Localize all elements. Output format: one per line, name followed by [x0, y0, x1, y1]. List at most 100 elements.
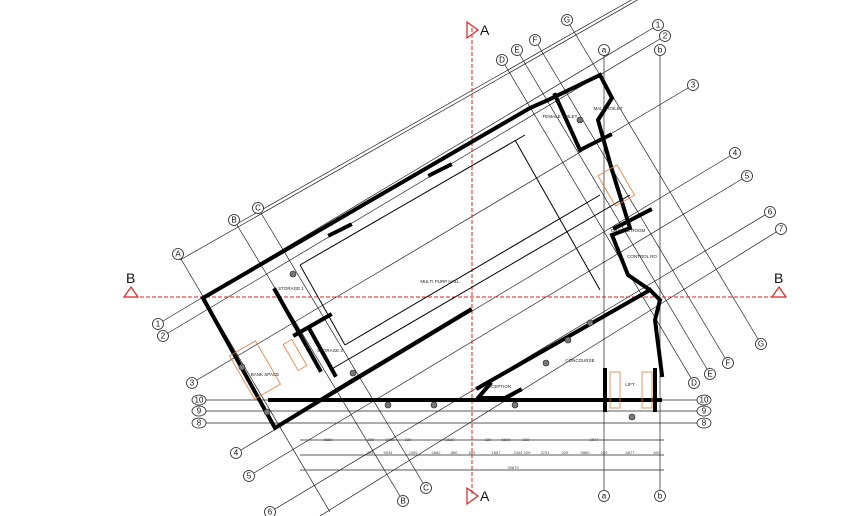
dim: 229	[367, 450, 374, 455]
grid-bubble-label: 9	[197, 407, 202, 416]
dim: 229	[485, 437, 492, 442]
room-female-toilet: FEMALE TOILET	[543, 114, 578, 119]
dim: 1657	[492, 450, 502, 455]
grid-bubble-circle	[687, 79, 699, 91]
columns	[238, 116, 636, 421]
section-a-bottom: A	[480, 488, 490, 504]
section-b-left: B	[126, 270, 135, 286]
grid-bubble-label: 5	[247, 472, 252, 481]
room-storage-2: STORAGE 2	[317, 348, 343, 353]
grid-bubble-left: B	[228, 214, 240, 226]
grid-bubble-circle	[511, 44, 523, 56]
section-a-top: A	[480, 22, 490, 38]
section-lines	[140, 28, 772, 496]
grid-bubble-label: 4	[733, 149, 738, 158]
dim: 3751	[541, 450, 551, 455]
grid-bubble-label: 5	[745, 172, 750, 181]
dim: 6600	[502, 437, 512, 442]
grid-bubble-label: D	[691, 379, 697, 388]
grid-bubble-label: b	[658, 46, 663, 55]
grid-bubble-bottom: C	[420, 482, 432, 494]
dim: 880	[451, 450, 458, 455]
grid-bubble-top: G	[561, 14, 573, 26]
grid-bubble-left: 5	[243, 470, 255, 482]
grid-bubble-label: 6	[268, 508, 273, 516]
section-b-right: B	[774, 270, 783, 286]
grid-bubble-left: C	[252, 202, 264, 214]
grid-bubble-label: 10	[195, 396, 204, 405]
grid-bubble-circle	[230, 447, 242, 459]
grid-bubble-top: E	[511, 44, 523, 56]
grid-bubble-circle	[696, 394, 712, 406]
grid-bubble-rows_right: 9	[696, 405, 712, 417]
grid-bubble-right_lower: F	[722, 357, 734, 369]
grid-bubble-circle	[186, 377, 198, 389]
dim: 229	[523, 437, 530, 442]
dim: 2862	[432, 450, 442, 455]
letter-grid-lines	[177, 19, 762, 513]
grid-bubble-bottom: a	[598, 490, 610, 502]
grid-bubble-label: E	[707, 370, 712, 379]
grid-bubble-right_lower: E	[704, 368, 716, 380]
grid-bubble-left: 4	[230, 447, 242, 459]
grid-bubble-top: 2	[659, 30, 671, 42]
dim: 5934	[384, 450, 394, 455]
grid-bubble-label: 6	[768, 208, 773, 217]
grid-bubble-label: B	[231, 216, 236, 225]
grid-bubble-circle	[654, 490, 666, 502]
grid-bubble-bottom: B	[397, 495, 409, 507]
grid-bubble-circle	[722, 357, 734, 369]
grid-bubble-top: a	[598, 44, 610, 56]
dim: 4877	[626, 450, 636, 455]
grid-bubble-label: 9	[702, 407, 707, 416]
grid-bubble-rows_right: 10	[696, 394, 712, 406]
dim: 229	[601, 450, 608, 455]
grid-bubble-circle	[598, 490, 610, 502]
grid-bubble-top: 1	[652, 19, 664, 31]
dim: 5880	[581, 450, 591, 455]
dim: 229	[368, 437, 375, 442]
grid-bubble-top: 7	[775, 223, 787, 235]
grid-bubble-circle	[561, 14, 573, 26]
room-multi-purpose-hall: MULTI PURP HALL	[420, 279, 460, 284]
dim: 229	[405, 437, 412, 442]
grid-bubble-left: A	[172, 248, 184, 260]
grid-bubble-top: F	[529, 34, 541, 46]
grid-bubble-label: 7	[779, 225, 784, 234]
grid-bubble-label: 8	[702, 419, 707, 428]
grid-bubble-label: 8	[197, 419, 202, 428]
grid-bubble-left: 6	[264, 506, 276, 516]
grid-bubble-left: 2	[157, 330, 169, 342]
grid-bubble-label: F	[726, 359, 731, 368]
grid-bubble-circle	[755, 338, 767, 350]
grid-bubble-left: 3	[186, 377, 198, 389]
room-bank-space: BANK SPACE	[251, 372, 279, 377]
grid-bubble-circle	[775, 223, 787, 235]
grid-bubble-rows_left: 10	[191, 394, 207, 406]
room-lift: LIFT	[625, 382, 635, 387]
grid-bubble-rows_right: 8	[696, 417, 712, 429]
grid-bubble-label: B	[400, 497, 405, 506]
grid-bubble-left: 1	[152, 318, 164, 330]
grid-bubble-label: C	[255, 204, 261, 213]
grid-bubble-top: D	[496, 54, 508, 66]
grid-bubble-circle	[696, 417, 712, 429]
grid-bubble-top: 6	[764, 206, 776, 218]
grid-bubble-circle	[264, 506, 276, 516]
grid-bubble-circle	[228, 214, 240, 226]
room-concourse: CONCOURSE	[565, 358, 594, 363]
grid-bubble-label: 2	[161, 332, 166, 341]
stairs	[228, 164, 653, 409]
room-storage-1: STORAGE 1	[278, 286, 304, 291]
grid-bubble-label: 2	[663, 32, 668, 41]
grid-bubble-circle	[243, 470, 255, 482]
grid-bubble-top: b	[654, 44, 666, 56]
dim: 609	[469, 450, 476, 455]
grid-bubble-label: D	[499, 56, 505, 65]
dim: 2359	[409, 450, 419, 455]
dim: 229	[562, 450, 569, 455]
dimension-text: 8568 229 3729 229 3620 229 6600 229 3547…	[324, 437, 662, 470]
grid-bubble-circle	[529, 34, 541, 46]
grid-bubble-label: 3	[691, 81, 696, 90]
